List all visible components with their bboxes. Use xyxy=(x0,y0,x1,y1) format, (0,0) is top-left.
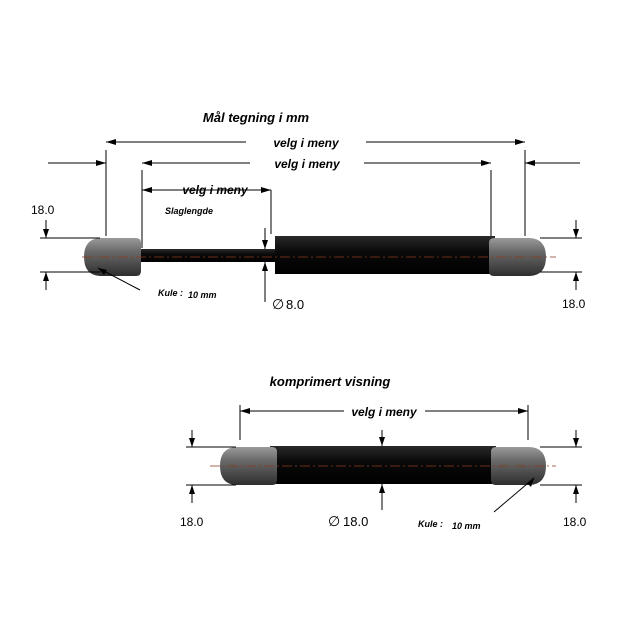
dim-overall-label: velg i meny xyxy=(273,136,340,150)
compressed-left-ball-height: 18.0 xyxy=(180,515,204,529)
right-ball-height: 18.0 xyxy=(562,297,586,311)
top-view: velg i meny velg i meny velg i meny Slag… xyxy=(31,136,586,312)
end-fitting-left xyxy=(84,238,141,276)
compressed-right-ball-height: 18.0 xyxy=(563,515,587,529)
ball-size: 10 mm xyxy=(188,290,217,300)
compressed-ball-label: Kule : xyxy=(418,519,443,529)
body-diameter: 18.0 xyxy=(343,514,368,529)
piston-rod xyxy=(132,249,278,262)
stroke-label: Slaglengde xyxy=(165,206,213,216)
drawing-title: Mål tegning i mm xyxy=(203,110,310,125)
dim-center-label: velg i meny xyxy=(274,157,341,171)
left-ball-height: 18.0 xyxy=(31,203,55,217)
compressed-body xyxy=(270,446,496,484)
compressed-length-label: velg i meny xyxy=(351,405,418,419)
bottom-view: komprimert visning velg i meny ∅ 18.0 18… xyxy=(180,374,587,531)
compressed-title: komprimert visning xyxy=(270,374,391,389)
dim-stroke-label: velg i meny xyxy=(182,183,249,197)
rod-diameter-symbol: ∅ xyxy=(272,296,284,312)
compressed-ball-size: 10 mm xyxy=(452,521,481,531)
ball-label: Kule : xyxy=(158,288,183,298)
body-diameter-symbol: ∅ xyxy=(328,513,340,529)
rod-diameter: 8.0 xyxy=(286,297,304,312)
compressed-ball-leader xyxy=(493,477,535,513)
cylinder-body xyxy=(275,236,495,274)
